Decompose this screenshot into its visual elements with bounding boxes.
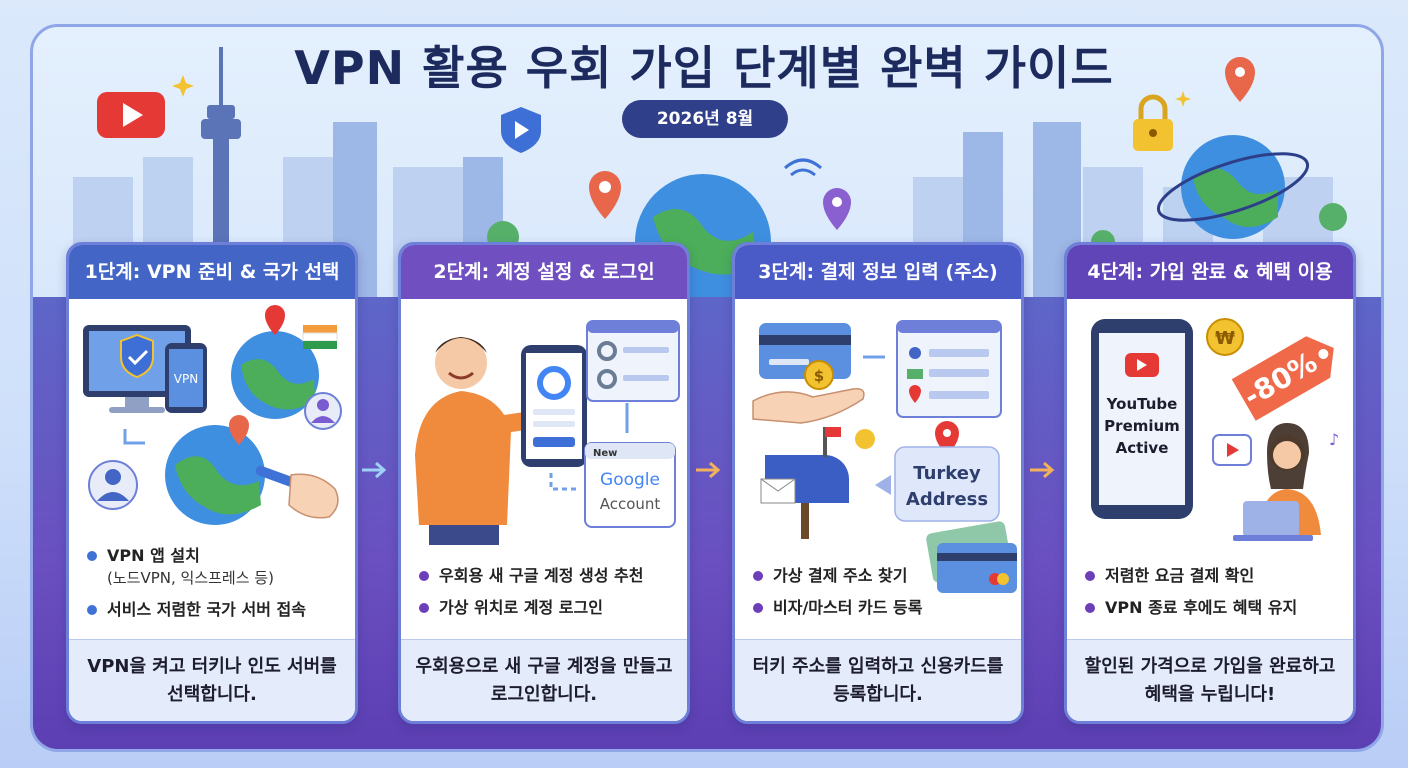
phone-youtube-icon: YouTube Premium Active <box>1091 319 1193 519</box>
next-step-arrow <box>362 461 387 479</box>
settings-window-icon <box>586 320 680 402</box>
step-card-2: 2단계: 계정 설정 & 로그인 <box>398 242 690 724</box>
step-card-3: 3단계: 결제 정보 입력 (주소) $ <box>732 242 1024 724</box>
won-coin-icon: ₩ <box>1206 318 1244 356</box>
step-bullets-2: 우회용 새 구글 계정 생성 추천 가상 위치로 계정 로그인 <box>419 565 675 629</box>
bullet-text: 비자/마스터 카드 등록 <box>773 598 923 617</box>
bullet-text: 가상 위치로 계정 로그인 <box>439 598 603 617</box>
new-badge: New <box>593 448 617 459</box>
step-card-4: 4단계: 가입 완료 & 혜택 이용 YouTube Premium Activ… <box>1064 242 1356 724</box>
bullet-subtext: (노드VPN, 익스프레스 등) <box>107 569 274 587</box>
woman-laptop-icon: ♪ <box>1233 423 1339 541</box>
screen-line-2: Premium <box>1104 417 1180 435</box>
step-card-1: 1단계: VPN 준비 & 국가 선택 VPN <box>66 242 358 724</box>
user-avatar-icon <box>88 460 138 510</box>
step-footer-1: VPN을 켜고 터키나 인도 서버를 선택합니다. <box>69 639 355 721</box>
flow-arrow <box>123 429 145 445</box>
dollar-glyph: $ <box>814 367 824 385</box>
step-illustration-3: $ Turkey Address <box>752 320 1002 539</box>
bullet-item: 비자/마스터 카드 등록 <box>753 597 943 619</box>
phone-vpn-icon: VPN <box>165 343 207 413</box>
step-header-3: 3단계: 결제 정보 입력 (주소) <box>735 245 1021 299</box>
bullet-item: VPN 앱 설치 (노드VPN, 익스프레스 등) <box>87 545 343 589</box>
bullet-text: 저렴한 요금 결제 확인 <box>1105 566 1255 585</box>
google-word: Google <box>600 470 660 490</box>
step-bullets-3: 가상 결제 주소 찾기 비자/마스터 카드 등록 <box>753 565 943 629</box>
bullet-item: 가상 위치로 계정 로그인 <box>419 597 675 619</box>
bullet-text: VPN 종료 후에도 혜택 유지 <box>1105 598 1298 617</box>
step-header-2: 2단계: 계정 설정 & 로그인 <box>401 245 687 299</box>
bullet-text: 서비스 저렴한 국가 서버 접속 <box>107 600 306 619</box>
screen-line-3: Active <box>1116 439 1169 457</box>
bullet-item: 가상 결제 주소 찾기 <box>753 565 943 587</box>
sparkle-icon <box>172 75 1191 107</box>
location-pin-icon <box>589 57 1255 230</box>
bubble-tail <box>875 475 891 495</box>
step-header-4: 4단계: 가입 완료 & 혜택 이용 <box>1067 245 1353 299</box>
google-account-card-icon: New Google Account <box>584 442 676 528</box>
play-bubble-icon <box>1212 434 1252 466</box>
phone-google-icon <box>521 345 587 467</box>
bullet-item: VPN 종료 후에도 혜택 유지 <box>1085 597 1341 619</box>
bullet-item: 우회용 새 구글 계정 생성 추천 <box>419 565 675 587</box>
step-footer-3: 터키 주소를 입력하고 신용카드를 등록합니다. <box>735 639 1021 721</box>
globe-cable-icon <box>1156 135 1310 239</box>
speech-bubble: Turkey Address <box>894 446 1000 522</box>
flags-icon <box>302 325 338 349</box>
step-bullets-1: VPN 앱 설치 (노드VPN, 익스프레스 등) 서비스 저렴한 국가 서버 접… <box>87 545 343 631</box>
flow-arrow <box>549 473 579 491</box>
globe-icon <box>165 415 265 525</box>
won-glyph: ₩ <box>1215 328 1235 349</box>
page-title: VPN 활용 우회 가입 단계별 완벽 가이드 <box>294 41 1114 95</box>
youtube-logo-icon <box>97 92 165 138</box>
bullet-item: 저렴한 요금 결제 확인 <box>1085 565 1341 587</box>
phone-vpn-label: VPN <box>174 372 198 386</box>
date-badge: 2026년 8월 <box>622 100 788 138</box>
hand-plug-icon <box>255 465 339 519</box>
bullet-text: 가상 결제 주소 찾기 <box>773 566 908 585</box>
step-footer-4: 할인된 가격으로 가입을 완료하고 혜택을 누립니다! <box>1067 639 1353 721</box>
globe-icon <box>231 305 319 419</box>
next-step-arrow <box>696 461 721 479</box>
bullet-text: VPN 앱 설치 <box>107 546 200 565</box>
bullet-text: 우회용 새 구글 계정 생성 추천 <box>439 566 644 585</box>
shield-play-icon <box>501 107 541 153</box>
step-bullets-4: 저렴한 요금 결제 확인 VPN 종료 후에도 혜택 유지 <box>1085 565 1341 629</box>
mailbox-icon <box>760 427 849 539</box>
step-illustration-2: New Google Account <box>415 320 680 545</box>
bubble-line-1: Turkey <box>913 463 981 484</box>
form-window-icon <box>896 320 1002 418</box>
account-word: Account <box>600 495 661 513</box>
discount-tag-icon: -80% <box>1231 336 1334 421</box>
coin-hand-icon: $ <box>752 360 865 424</box>
step-footer-2: 우회용으로 새 구글 계정을 만들고 로그인합니다. <box>401 639 687 721</box>
music-note-icon: ♪ <box>1329 430 1339 449</box>
next-step-arrow <box>1030 461 1055 479</box>
screen-line-1: YouTube <box>1106 395 1178 413</box>
step-illustration-4: YouTube Premium Active ₩ -80% ♪ <box>1091 318 1339 541</box>
chip-icon <box>855 429 875 449</box>
wifi-icon <box>784 158 822 177</box>
bubble-line-2: Address <box>906 489 988 510</box>
cards-stack-icon <box>926 521 1017 593</box>
padlock-icon <box>1133 94 1173 151</box>
step-header-1: 1단계: VPN 준비 & 국가 선택 <box>69 245 355 299</box>
user-avatar-icon <box>304 392 342 430</box>
bullet-item: 서비스 저렴한 국가 서버 접속 <box>87 599 343 621</box>
step-illustration-1: VPN <box>83 305 342 525</box>
